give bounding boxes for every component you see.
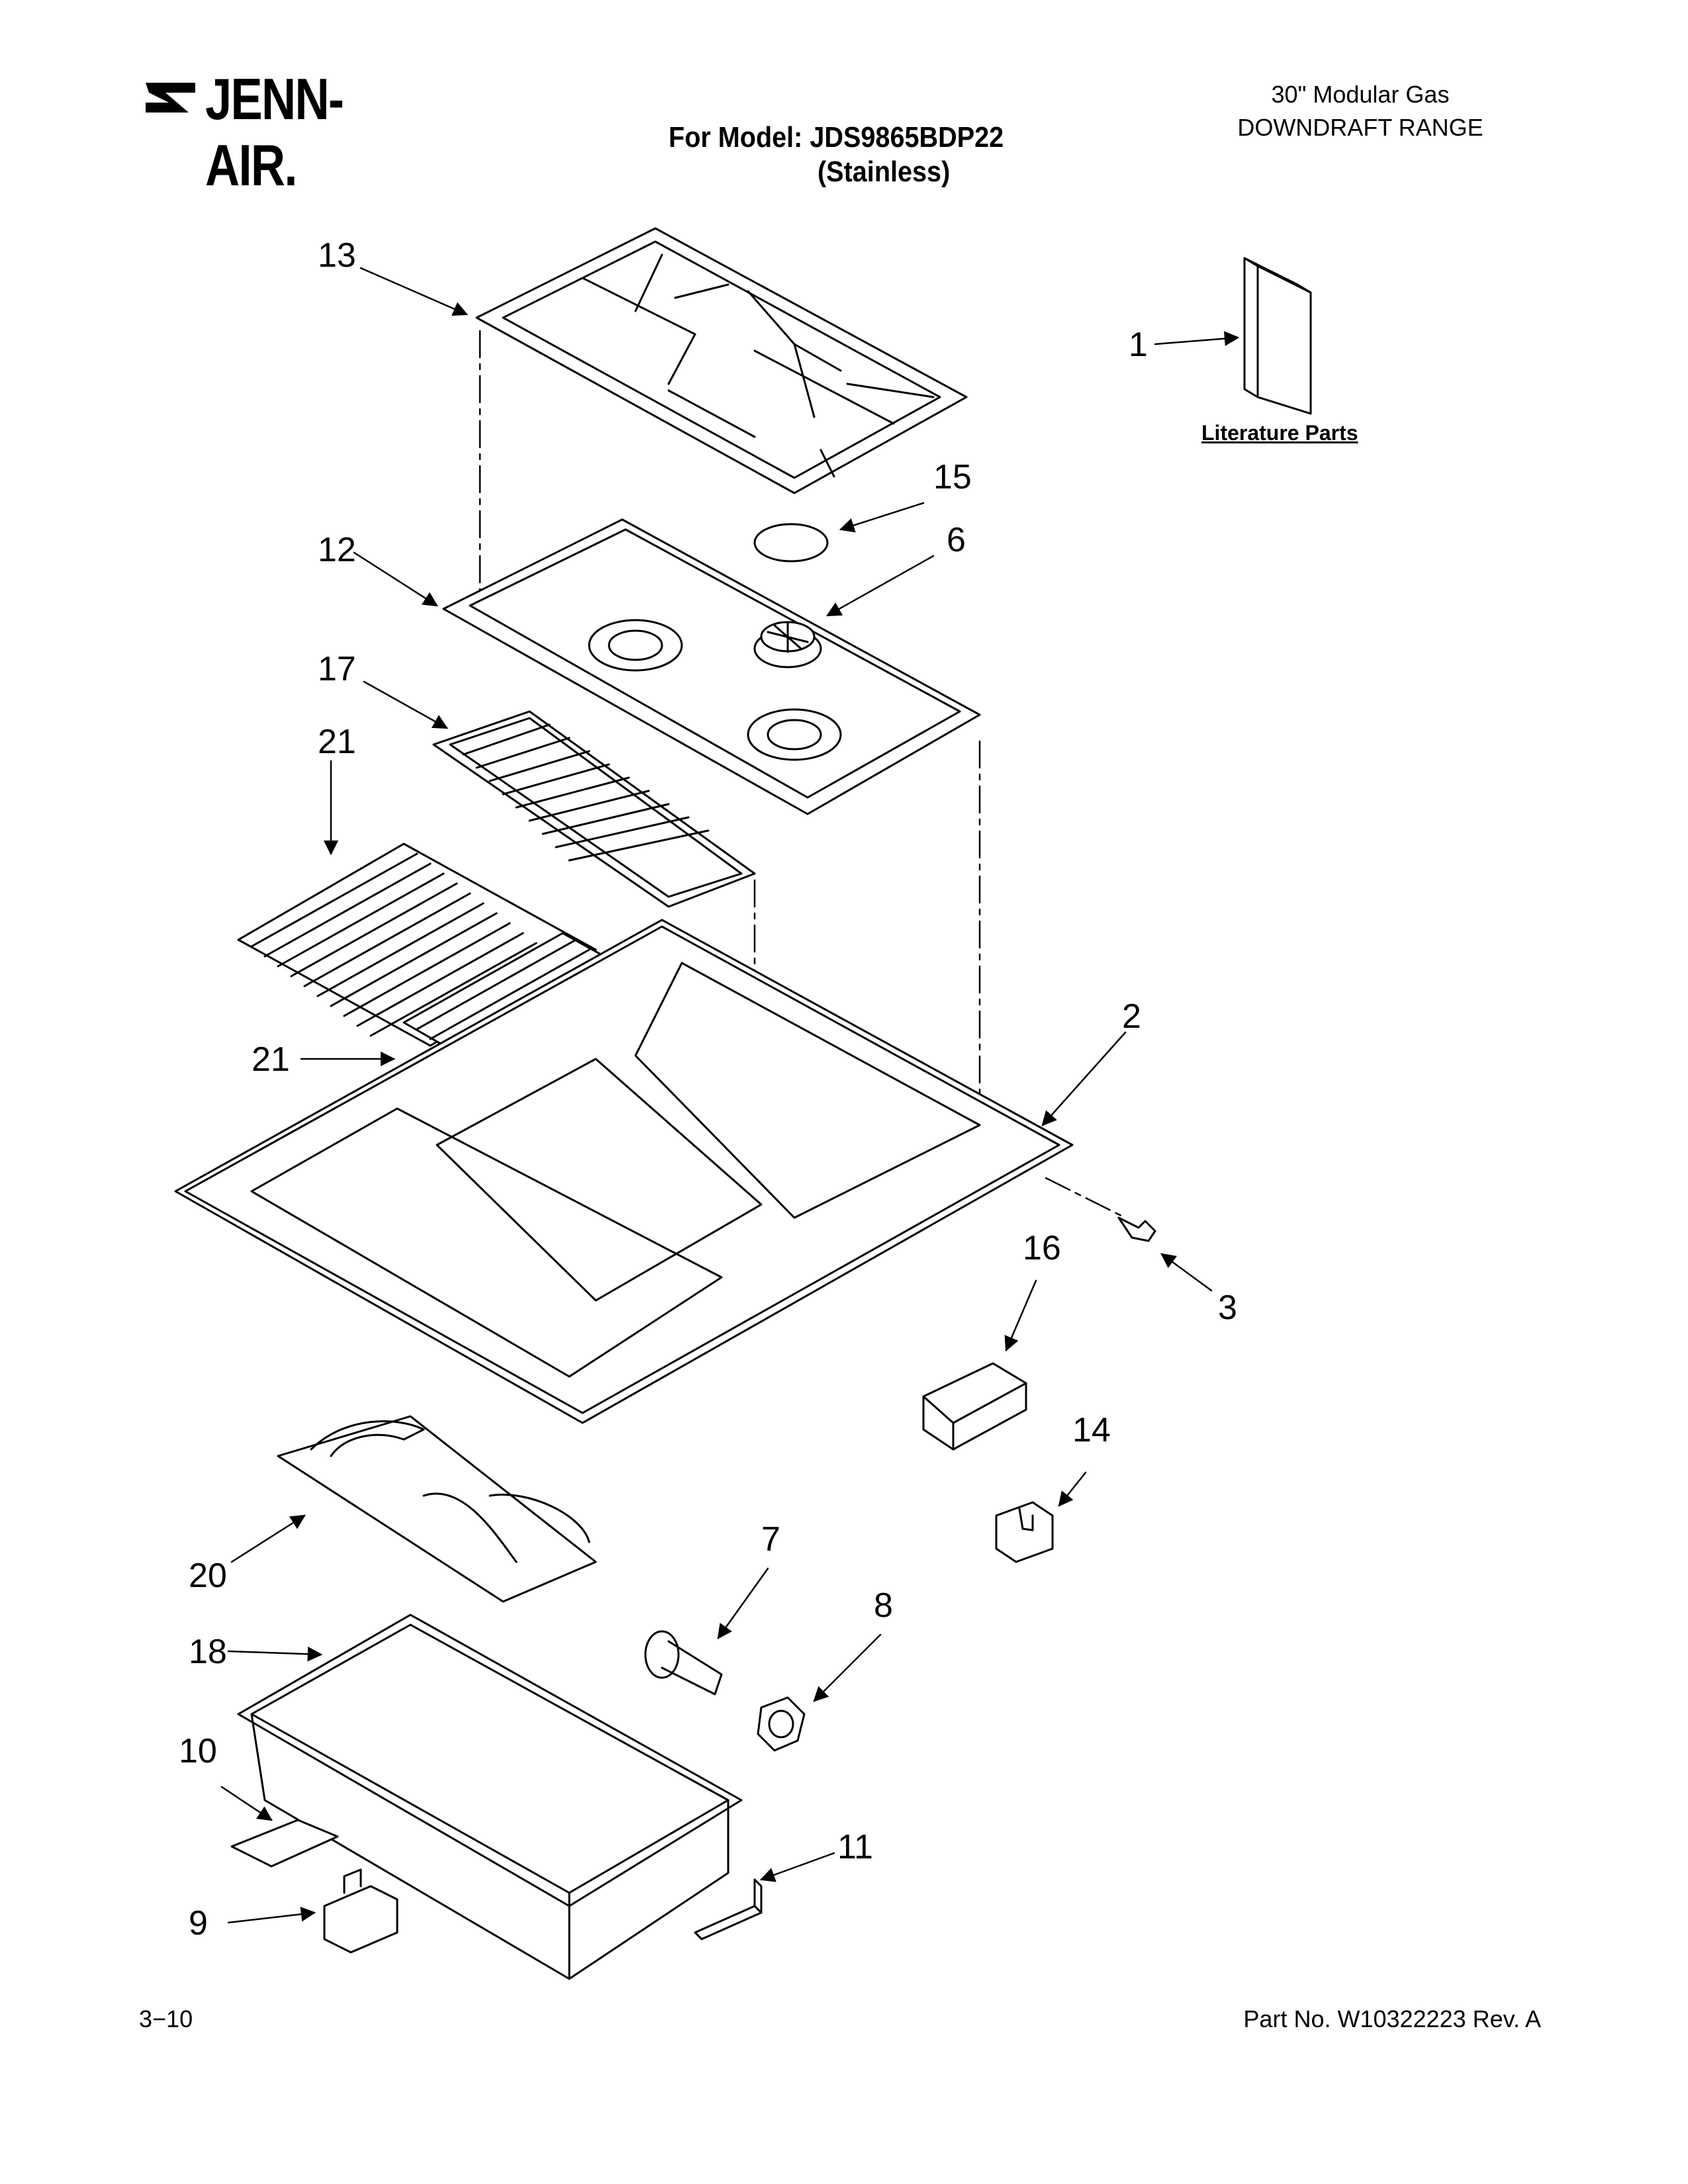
grill-burner-assembly <box>277 1415 597 1603</box>
insulation-plate <box>230 1819 339 1868</box>
model-number: For Model: JDS9865BDP22 <box>669 121 1004 154</box>
page-number: 3−10 <box>139 2005 193 2032</box>
callout-16: 16 <box>1023 1229 1061 1267</box>
callout-14: 14 <box>1072 1411 1111 1449</box>
cooktop-pan <box>442 518 981 815</box>
jenn-air-logo: JENN-AIR. <box>142 66 473 198</box>
igniter-switch <box>323 1868 399 1954</box>
callout-6: 6 <box>947 521 966 559</box>
model-title: For Model: JDS9865BDP22 (Stainless) <box>669 120 1004 189</box>
model-finish: (Stainless) <box>818 156 951 188</box>
callout-3: 3 <box>1218 1289 1237 1327</box>
mounting-bracket <box>694 1878 763 1940</box>
burner-base <box>753 621 822 668</box>
product-line-1: 30" Modular Gas <box>1271 81 1450 108</box>
literature-booklet <box>1243 257 1312 415</box>
screw <box>1117 1216 1156 1242</box>
product-description: 30" Modular Gas DOWNDRAFT RANGE <box>1195 78 1526 144</box>
burner-grate <box>475 227 968 494</box>
burner-cap <box>753 523 829 563</box>
cooktop-frame <box>174 919 1074 1424</box>
callout-arrows <box>220 267 1240 1924</box>
jenn-air-emblem-icon <box>146 83 195 113</box>
callout-8: 8 <box>874 1586 893 1625</box>
callout-2: 2 <box>1122 997 1141 1036</box>
callout-17: 17 <box>318 650 356 688</box>
part-number: Part No. W10322223 Rev. A <box>1243 2005 1541 2032</box>
callout-18: 18 <box>189 1633 227 1671</box>
callout-21-upper: 21 <box>318 723 356 761</box>
callout-20: 20 <box>189 1557 227 1595</box>
orifice-fitting <box>644 1630 723 1696</box>
burner-box <box>237 1614 743 1980</box>
hex-nut <box>757 1696 806 1752</box>
product-line-2: DOWNDRAFT RANGE <box>1237 114 1483 141</box>
callout-12: 12 <box>318 531 356 569</box>
brand-name: JENN-AIR. <box>205 66 344 198</box>
bracket <box>922 1362 1027 1451</box>
callout-7: 7 <box>761 1520 780 1559</box>
callout-21-lower: 21 <box>252 1040 290 1079</box>
literature-parts-label: Literature Parts <box>1201 421 1358 445</box>
callout-1: 1 <box>1129 326 1148 364</box>
clip <box>995 1501 1054 1563</box>
callout-11: 11 <box>837 1828 873 1866</box>
callout-13: 13 <box>318 236 356 275</box>
callout-15: 15 <box>933 458 972 496</box>
callout-10: 10 <box>179 1732 217 1770</box>
vent-grille <box>432 710 756 908</box>
callout-9: 9 <box>189 1904 208 1942</box>
